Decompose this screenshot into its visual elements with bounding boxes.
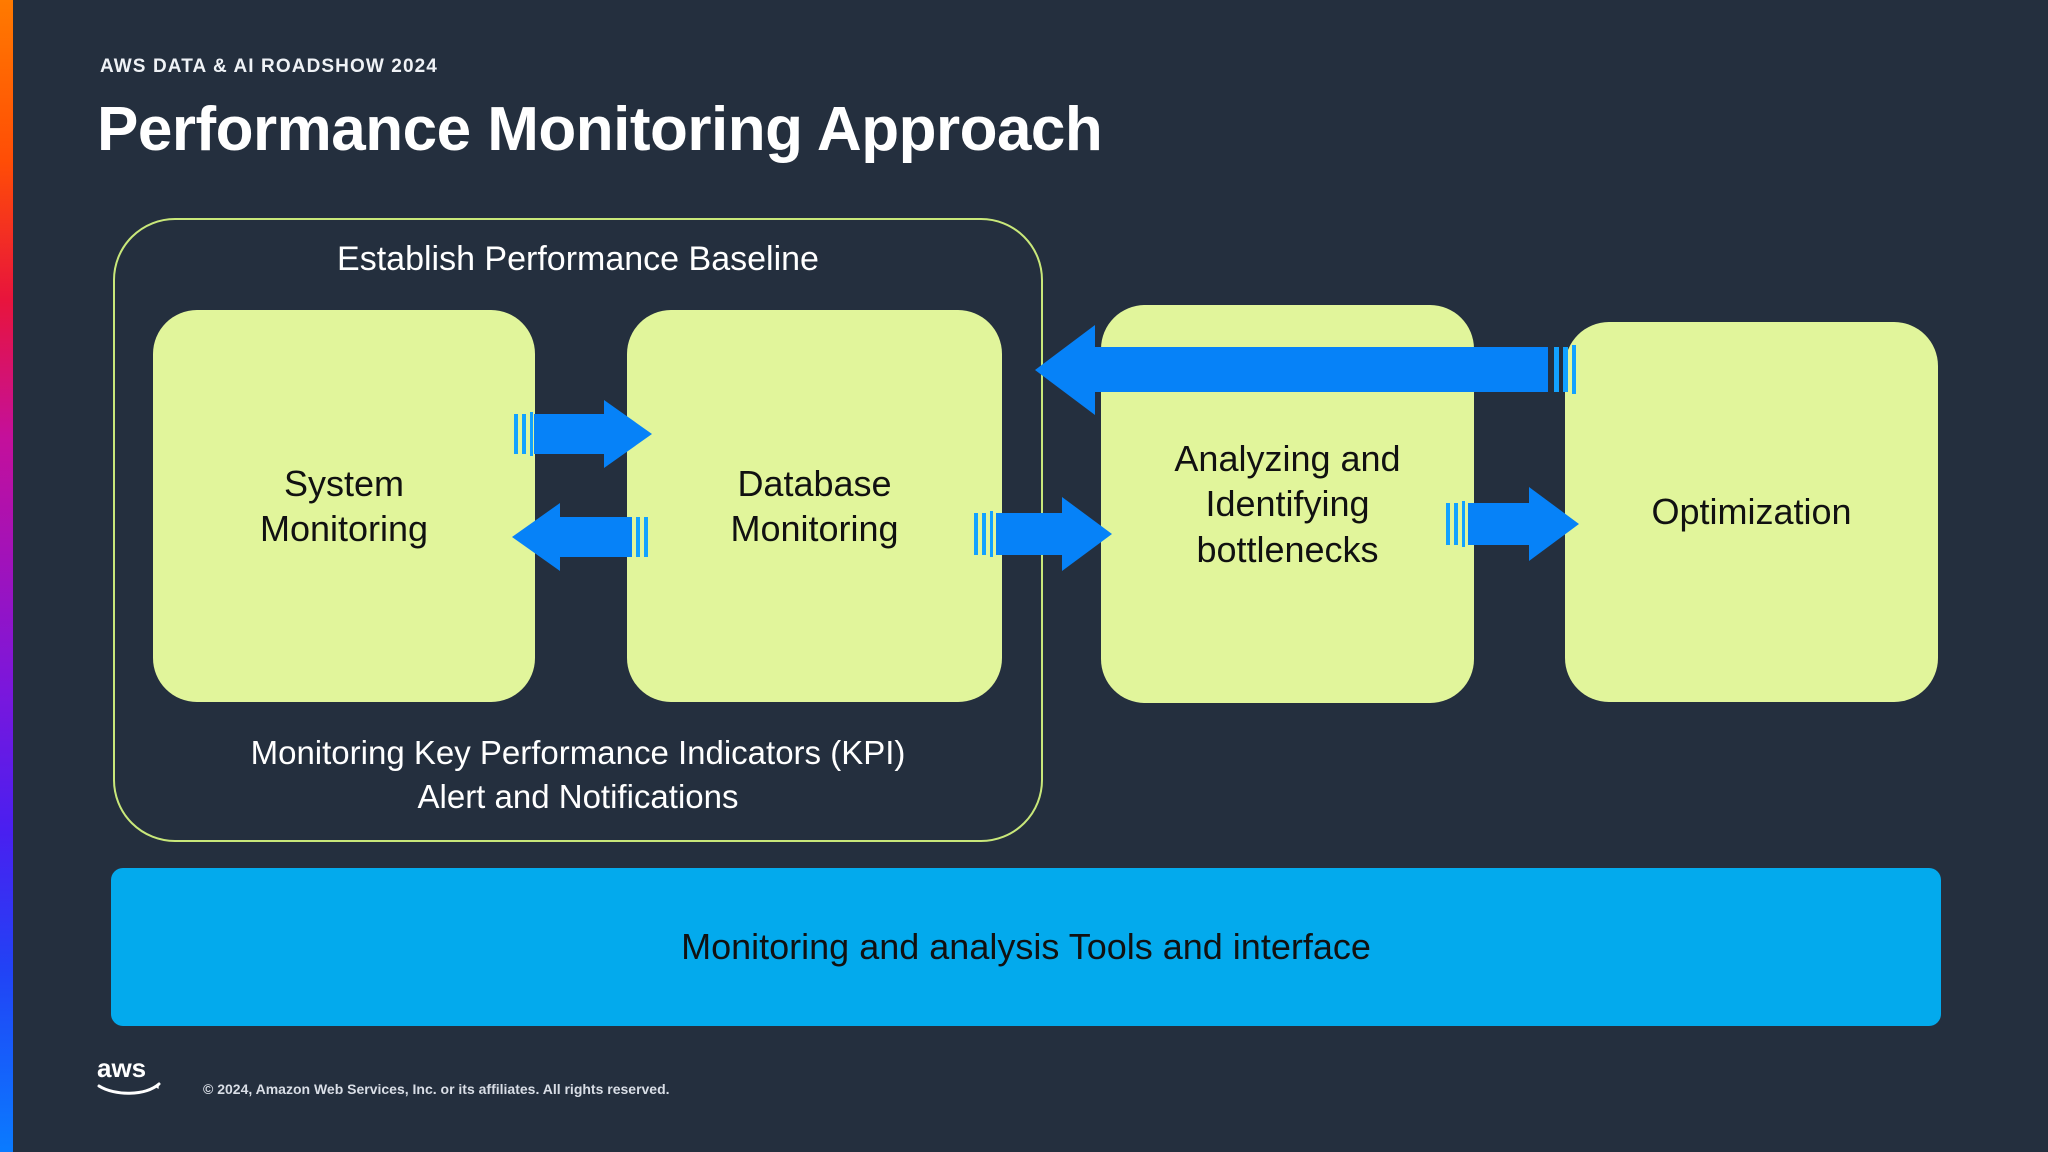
tools-and-interface-bar[interactable]: Monitoring and analysis Tools and interf… [111, 868, 1941, 1026]
arrow-head [1529, 487, 1579, 561]
arrow-tail-tick [636, 517, 640, 557]
arrow-head [1035, 325, 1095, 415]
card-system-monitoring[interactable]: System Monitoring [153, 310, 535, 702]
card-optimization-line1: Optimization [1651, 491, 1852, 533]
arrow-shaft [996, 513, 1064, 555]
arrow-head [512, 503, 560, 571]
card-database-monitoring-line1: Database [737, 462, 892, 504]
arrow-tail-tick [514, 414, 518, 454]
arrow-tail-tick [982, 513, 986, 555]
card-optimization[interactable]: Optimization [1565, 322, 1938, 702]
arrow-tail-tick [530, 412, 533, 456]
arrow-tail-tick [1462, 501, 1465, 547]
tools-and-interface-label: Monitoring and analysis Tools and interf… [681, 926, 1371, 967]
arrow-database-to-system-icon [512, 503, 652, 571]
arrow-head [1062, 497, 1112, 571]
copyright-text: © 2024, Amazon Web Services, Inc. or its… [203, 1081, 670, 1097]
arrow-database-to-analyzing-icon [972, 497, 1112, 571]
card-analyzing-bottlenecks-line1: Analyzing and [1174, 437, 1401, 479]
group-caption-bottom-line1: Monitoring Key Performance Indicators (K… [250, 734, 906, 771]
aws-logo: aws [97, 1053, 167, 1097]
arrow-shaft [534, 414, 606, 454]
arrow-tail-tick [1454, 503, 1458, 545]
card-database-monitoring[interactable]: Database Monitoring [627, 310, 1002, 702]
card-system-monitoring-line2: Monitoring [259, 508, 429, 549]
arrow-system-to-database-icon [512, 400, 652, 468]
eyebrow-label: AWS DATA & AI ROADSHOW 2024 [100, 56, 438, 77]
arrow-shaft [560, 517, 632, 557]
arrow-tail-tick [644, 517, 648, 557]
group-caption-top: Establish Performance Baseline [337, 240, 819, 278]
group-caption-bottom: Monitoring Key Performance Indicators (K… [113, 731, 1043, 819]
page-title: Performance Monitoring Approach [97, 95, 1103, 164]
arrow-tail-tick [990, 511, 993, 557]
arrow-tail-tick [1563, 347, 1568, 392]
arrow-tail-tick [1554, 347, 1559, 392]
card-system-monitoring-line1: System [283, 462, 405, 504]
arrow-tail-tick [1572, 345, 1576, 394]
arrow-tail-tick [1446, 503, 1450, 545]
gradient-accent-bar [0, 0, 13, 1152]
group-caption-bottom-line2: Alert and Notifications [417, 777, 739, 815]
svg-text:aws: aws [97, 1055, 146, 1083]
card-analyzing-bottlenecks-line2: Identifying [1205, 483, 1370, 525]
arrow-shaft [1093, 347, 1548, 392]
arrow-optimization-feedback-icon [1035, 325, 1590, 415]
arrow-shaft [1468, 503, 1531, 545]
card-database-monitoring-line2: Monitoring [730, 508, 899, 549]
arrow-tail-tick [974, 513, 978, 555]
arrow-tail-tick [522, 414, 526, 454]
arrow-analyzing-to-optimization-icon [1444, 487, 1579, 561]
arrow-head [604, 400, 652, 468]
card-analyzing-bottlenecks-line3: bottlenecks [1196, 528, 1379, 570]
